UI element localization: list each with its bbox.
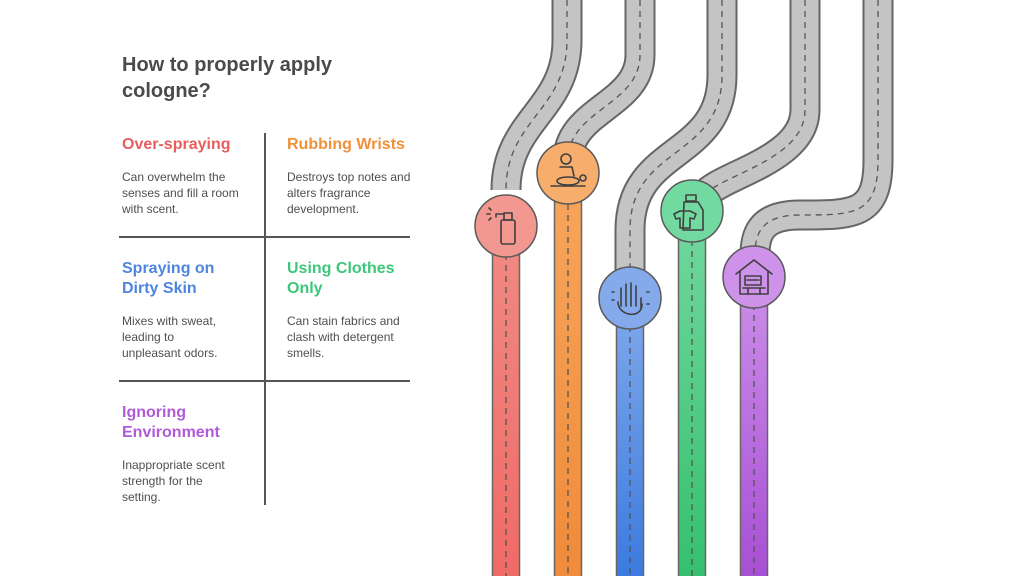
road-clothes-only	[677, 0, 821, 576]
vertical-divider	[264, 133, 266, 505]
horizontal-divider-2	[119, 380, 410, 382]
item-ignoring-environment: Ignoring Environment Inappropriate scent…	[122, 403, 232, 505]
detergent-icon	[660, 179, 724, 243]
item-over-spraying: Over-spraying Can overwhelm the senses a…	[122, 135, 252, 217]
item-description: Can overwhelm the senses and fill a room…	[122, 170, 239, 216]
horizontal-divider-1	[119, 236, 410, 238]
item-description: Mixes with sweat, leading to unpleasant …	[122, 314, 218, 360]
room-icon	[722, 245, 786, 309]
item-title: Rubbing Wrists	[287, 136, 405, 153]
item-description: Inappropriate scent strength for the set…	[122, 458, 225, 504]
dirty-hand-icon	[598, 266, 662, 330]
item-title: Over-spraying	[122, 136, 231, 153]
road-ignoring-environment	[739, 0, 894, 576]
item-title: Spraying on Dirty Skin	[122, 260, 215, 297]
road-dirty-skin	[614, 0, 738, 576]
massage-icon	[536, 141, 600, 205]
spray-bottle-icon	[474, 194, 538, 258]
page-title: How to properly apply cologne?	[122, 54, 333, 102]
item-title: Using Clothes Only	[287, 260, 395, 297]
item-rubbing-wrists: Rubbing Wrists Destroys top notes and al…	[287, 135, 417, 217]
item-clothes-only: Using Clothes Only Can stain fabrics and…	[287, 259, 402, 361]
road-over-spraying	[490, 0, 583, 576]
item-description: Can stain fabrics and clash with deterge…	[287, 314, 400, 360]
item-dirty-skin: Spraying on Dirty Skin Mixes with sweat,…	[122, 259, 232, 361]
item-title: Ignoring Environment	[122, 404, 220, 441]
item-description: Destroys top notes and alters fragrance …	[287, 170, 411, 216]
